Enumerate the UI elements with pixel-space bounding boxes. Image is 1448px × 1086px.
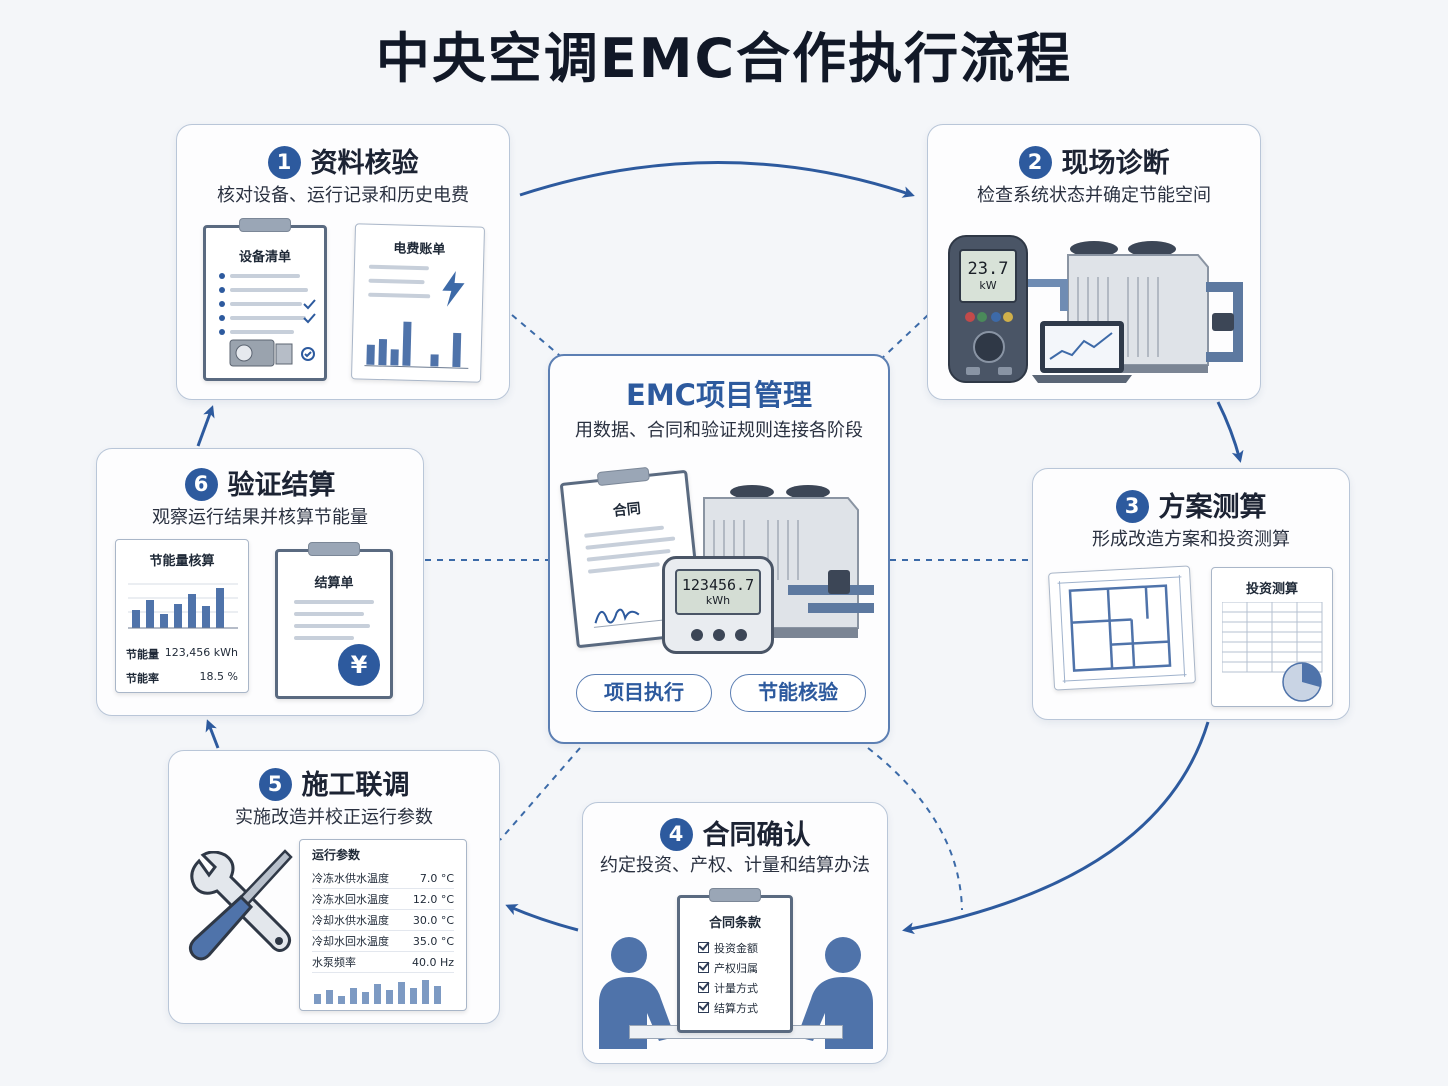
arrow-6-to-1 — [196, 405, 215, 447]
step-card-3: 3 方案测算 形成改造方案和投资测算 投资测算 — [1032, 468, 1350, 720]
arrow-1-to-2 — [519, 161, 915, 198]
meter-unit-kwh: kWh — [705, 594, 731, 607]
step-card-2: 2 现场诊断 检查系统状态并确定节能空间 23.7 kW — [927, 124, 1261, 400]
contract-label: 合同 — [612, 500, 642, 520]
term-item-1: 投资金额 — [698, 940, 758, 956]
energy-verification-button[interactable]: 节能核验 — [730, 674, 866, 712]
step-3-subtitle: 形成改造方案和投资测算 — [1092, 529, 1290, 550]
pipe-icon — [1024, 279, 1068, 311]
laptop-icon — [1032, 321, 1132, 383]
step-1-title: 资料核验 — [310, 148, 419, 179]
energy-meter-icon: 123456.7 kWh — [662, 556, 774, 654]
meter-reading: 123456.7 — [681, 576, 755, 594]
step-2-number: 2 — [1018, 146, 1052, 179]
project-execution-button[interactable]: 项目执行 — [576, 674, 712, 712]
bar-chart-icon — [364, 321, 469, 369]
investment-calc-title: 投资测算 — [1245, 582, 1298, 597]
pie-chart-icon — [1282, 662, 1322, 702]
arrow-5-to-6 — [205, 719, 220, 749]
step-5-title: 施工联调 — [301, 770, 410, 801]
page-title: 中央空调EMC合作执行流程 — [375, 27, 1073, 90]
center-card: EMC项目管理 用数据、合同和验证规则连接各阶段 合同 123456.7 kWh… — [548, 354, 890, 744]
contract-terms-title: 合同条款 — [708, 916, 761, 931]
params-title: 运行参数 — [312, 848, 361, 862]
lightning-icon — [442, 270, 465, 307]
settlement-title: 结算单 — [314, 576, 354, 591]
power-meter-icon: 23.7 kW — [948, 235, 1028, 383]
step-4-title: 合同确认 — [702, 820, 811, 851]
meter-unit: kW — [979, 279, 997, 292]
screwdriver-icon — [188, 849, 293, 961]
dash-center-2 — [877, 314, 929, 363]
step-2-subtitle: 检查系统状态并确定节能空间 — [977, 185, 1211, 206]
bar-chart-icon — [314, 980, 441, 1004]
energy-saving-calc-title: 节能量核算 — [149, 554, 215, 569]
bar-chart-icon — [128, 583, 238, 629]
settlement-doc: 结算单 ¥ — [275, 542, 393, 699]
step-4-heading: 4 合同确认 — [583, 813, 887, 852]
arrow-2-to-3 — [1216, 401, 1244, 463]
electricity-bill-doc: 电费账单 — [350, 223, 486, 383]
center-subtitle: 用数据、合同和验证规则连接各阶段 — [575, 420, 863, 441]
step-6-subtitle: 观察运行结果并核算节能量 — [152, 507, 368, 528]
step-6-number: 6 — [184, 468, 218, 501]
arrow-4-to-5 — [505, 904, 579, 932]
center-title: EMC项目管理 — [626, 378, 812, 412]
equipment-list-title: 设备清单 — [238, 250, 291, 265]
step-4-subtitle: 约定投资、产权、计量和结算办法 — [600, 855, 870, 876]
step-5-number: 5 — [258, 768, 292, 801]
step-card-4: 4 合同确认 约定投资、产权、计量和结算办法 合同条款 投资金额 产权归属 计量方… — [582, 802, 888, 1064]
investment-calc-doc: 投资测算 — [1211, 567, 1333, 707]
step-5-heading: 5 施工联调 — [169, 763, 499, 802]
clipboard-clip-icon — [596, 466, 650, 487]
step-1-number: 1 — [267, 146, 301, 179]
yuan-icon: ¥ — [338, 644, 380, 686]
step-3-title: 方案测算 — [1158, 492, 1267, 523]
term-item-4: 结算方式 — [698, 1000, 758, 1016]
meter-value: 23.7 — [967, 259, 1009, 279]
term-item-2: 产权归属 — [698, 960, 758, 976]
floor-plan-doc — [1048, 565, 1196, 691]
dash-center-4 — [867, 747, 963, 911]
term-item-3: 计量方式 — [698, 980, 758, 996]
equipment-list-doc: 设备清单 — [203, 218, 327, 381]
electricity-bill-title: 电费账单 — [393, 241, 446, 258]
clipboard-icon — [709, 888, 761, 902]
arrow-3-to-4 — [902, 721, 1210, 935]
step-4-number: 4 — [659, 818, 693, 851]
floor-plan-icon — [1057, 574, 1187, 684]
step-1-subtitle: 核对设备、运行记录和历史电费 — [217, 185, 469, 206]
step-3-heading: 3 方案测算 — [1033, 485, 1349, 524]
dash-center-5 — [499, 747, 581, 841]
step-2-heading: 2 现场诊断 — [928, 141, 1260, 180]
step-1-heading: 1 资料核验 — [177, 141, 509, 180]
step-5-subtitle: 实施改造并校正运行参数 — [235, 807, 433, 828]
step-2-title: 现场诊断 — [1061, 148, 1170, 179]
checklist-icon — [219, 273, 316, 367]
step-3-number: 3 — [1115, 490, 1149, 523]
contract-terms-doc: 合同条款 投资金额 产权归属 计量方式 结算方式 — [677, 888, 793, 1033]
step-card-1: 1 资料核验 核对设备、运行记录和历史电费 设备清单 电费账单 — [176, 124, 510, 400]
step-6-title: 验证结算 — [227, 470, 336, 501]
dash-center-1 — [511, 314, 566, 361]
clipboard-clip-icon — [308, 542, 360, 556]
step-6-heading: 6 验证结算 — [97, 463, 423, 502]
clipboard-clip-icon — [239, 218, 291, 232]
